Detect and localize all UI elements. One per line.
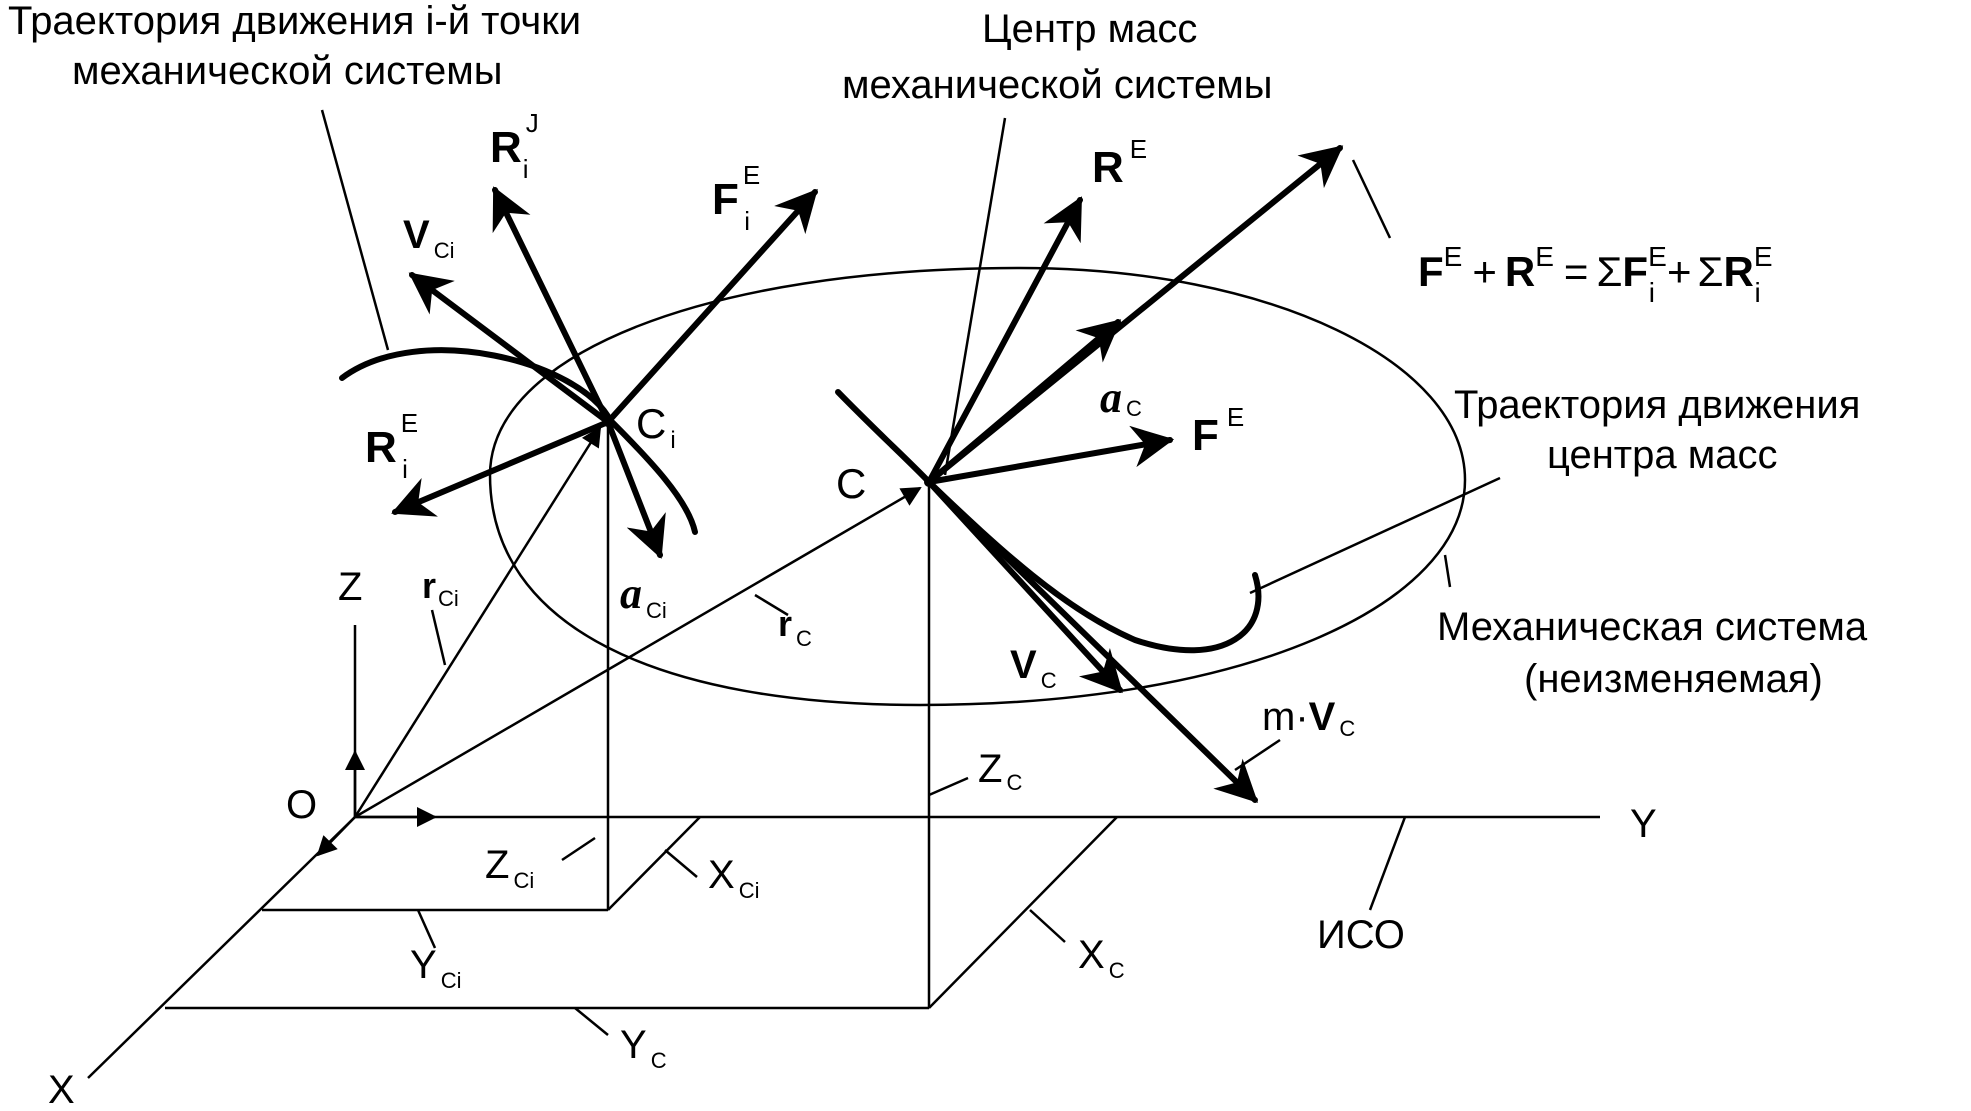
origin-x-unit-arrow (316, 816, 356, 857)
leader-r-ci (430, 609, 447, 666)
leader-lines (320, 109, 1501, 1036)
leader-r-c (754, 593, 789, 617)
r-i-e-vector (391, 419, 611, 517)
caption-point-trajectory-line1: Траектория движения i-й точки (8, 0, 581, 43)
leader-formula (1351, 159, 1392, 239)
a-c-vector (926, 319, 1122, 485)
formula-f-sup: E (1444, 241, 1463, 272)
formula-plus1: + (1472, 248, 1497, 295)
f-i-e-vector (605, 188, 818, 425)
x-axis-line (87, 816, 356, 1079)
formula-f: F (1418, 248, 1444, 295)
leader-point-trajectory (320, 109, 390, 351)
formula-ri: R (1723, 248, 1753, 295)
f-e-vector (926, 425, 1175, 485)
a-ci-vector (605, 419, 666, 559)
point-ci-sub: i (670, 427, 675, 454)
r-c-vector (354, 486, 922, 819)
origin-label: O (286, 783, 317, 827)
formula-ri-sup: E (1754, 241, 1773, 272)
point-ci-dot (603, 417, 613, 427)
caption-frame: ИСО (1317, 913, 1405, 957)
coordinate-frame (87, 422, 1600, 1079)
mechanical-system (339, 266, 1467, 707)
point-c-dot (924, 477, 934, 487)
leader-y-c (574, 1007, 609, 1036)
leader-z-ci (561, 836, 596, 862)
axis-label-y: Y (1630, 802, 1657, 846)
leader-iso (1368, 816, 1407, 911)
formula-fi: F (1622, 248, 1648, 295)
caption-cm-trajectory-line1: Траектория движения (1454, 383, 1860, 427)
formula-plus2: + (1667, 248, 1692, 295)
r-ci-vector (353, 426, 602, 818)
axis-labels: X Y Z O (48, 565, 1657, 1111)
caption-point-trajectory-line2: механической системы (72, 49, 503, 93)
leader-z-c (928, 776, 969, 797)
label-r-ci: rCi (422, 565, 459, 611)
formula-sum2: Σ (1698, 248, 1724, 295)
caption-system-line2: (неизменяемая) (1524, 657, 1823, 701)
r-i-j-vector (492, 186, 611, 425)
caption-system-line1: Механическая система (1437, 605, 1868, 649)
leader-x-c (1029, 909, 1066, 943)
r-e-vector (926, 196, 1083, 485)
leader-y-ci (416, 909, 437, 949)
system-ellipse (488, 266, 1467, 707)
formula-sum1: Σ (1596, 248, 1622, 295)
point-c-label: C (836, 460, 866, 507)
formula-eq: = (1564, 248, 1589, 295)
c-x-projection (928, 816, 1118, 1009)
formula-fi-sub: i (1649, 277, 1655, 308)
leader-system (1443, 554, 1452, 588)
leader-x-ci (664, 849, 698, 878)
axis-label-x: X (48, 1068, 75, 1111)
caption-center-of-mass-line2: механической системы (842, 63, 1273, 107)
m-v-c-vector (926, 479, 1259, 803)
formula-r: R (1505, 248, 1535, 295)
c-vectors (924, 145, 1344, 803)
formula-ri-sub: i (1755, 277, 1761, 308)
ci-vectors (391, 186, 818, 559)
formula-r-sup: E (1535, 241, 1554, 272)
leader-center-of-mass (943, 117, 1007, 476)
v-ci-vector (408, 272, 611, 425)
axis-label-z: Z (338, 565, 362, 609)
caption-center-of-mass-line1: Центр масс (982, 7, 1197, 51)
point-ci-main: C (636, 400, 666, 447)
leader-cm-trajectory (1249, 476, 1501, 595)
leader-m-v-c (1234, 738, 1281, 772)
caption-cm-trajectory-line2: центра масс (1547, 433, 1777, 477)
formula-fi-sup: E (1648, 241, 1667, 272)
captions: Траектория движения i-й точки механическ… (8, 0, 1868, 957)
cm-trajectory-curve (835, 389, 1262, 654)
ci-x-projection (607, 816, 701, 911)
